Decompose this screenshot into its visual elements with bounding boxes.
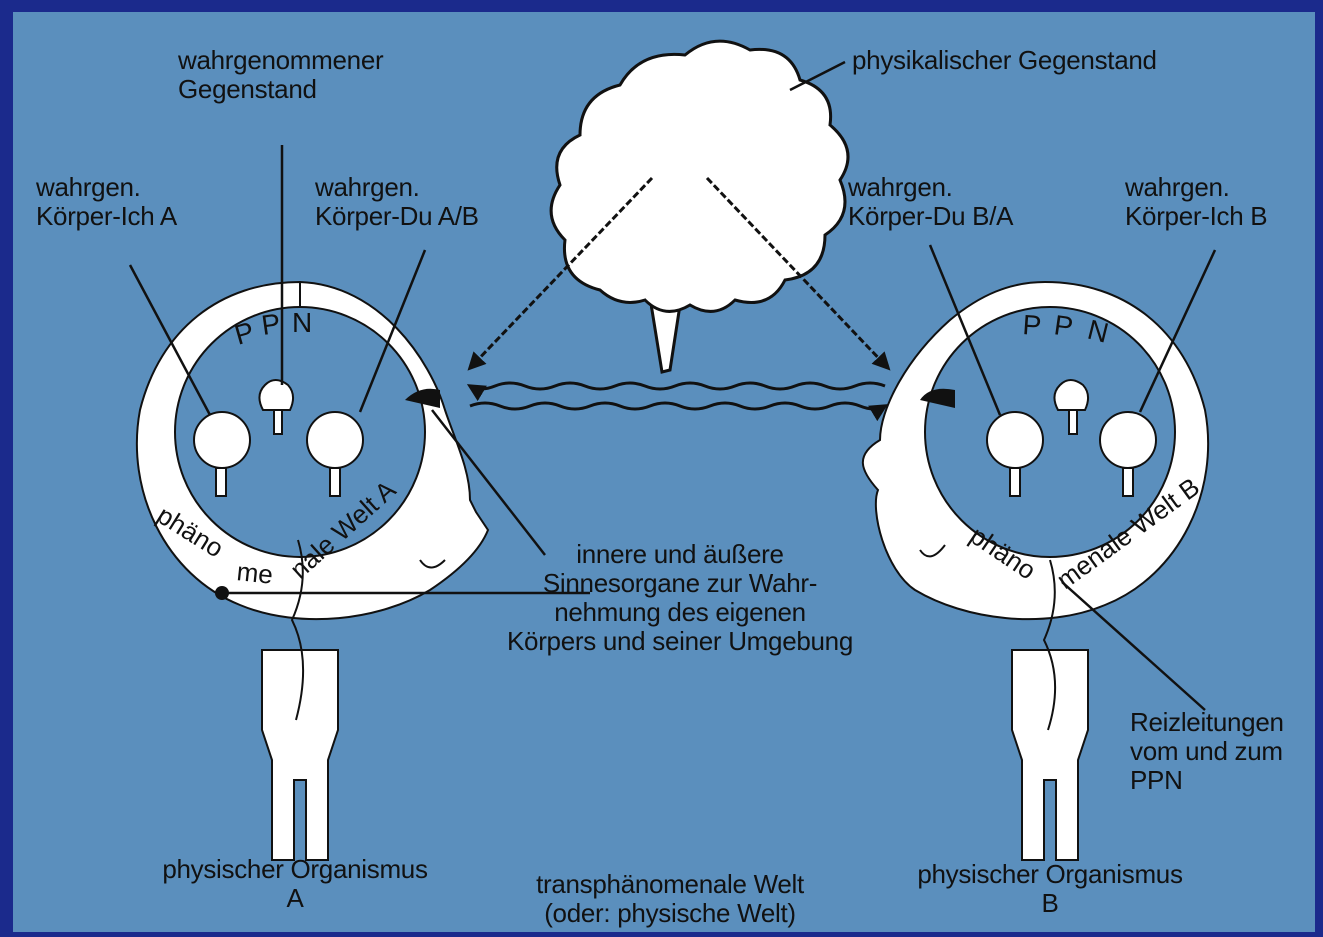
- face-self-b: [1100, 412, 1156, 468]
- label-physical-object: physikalischer Gegenstand: [852, 46, 1157, 75]
- mini-tree-a: [259, 380, 293, 410]
- ppn-a-letter-3: N: [292, 307, 312, 338]
- face-self-a: [194, 412, 250, 468]
- ring-text-a-2: me: [235, 556, 274, 590]
- face-you-ab: [307, 412, 363, 468]
- label-transphenomenal: transphänomenale Welt (oder: physische W…: [490, 870, 850, 928]
- mini-tree-b: [1054, 380, 1088, 410]
- label-body-you-ab: wahrgen. Körper-Du A/B: [315, 173, 479, 231]
- sense-organ-dot: [215, 586, 229, 600]
- label-body-self-a: wahrgen. Körper-Ich A: [36, 173, 177, 231]
- label-body-self-b: wahrgen. Körper-Ich B: [1125, 173, 1267, 231]
- label-sense-organs: innere und äußere Sinnesorgane zur Wahr-…: [470, 540, 890, 656]
- label-nerve-paths: Reizleitungen vom und zum PPN: [1130, 708, 1284, 795]
- label-organism-b: physischer Organismus B: [870, 860, 1230, 918]
- label-body-you-ba: wahrgen. Körper-Du B/A: [848, 173, 1013, 231]
- face-you-ba: [987, 412, 1043, 468]
- label-organism-a: physischer Organismus A: [120, 855, 470, 913]
- label-perceived-object: wahrgenommener Gegenstand: [178, 46, 383, 104]
- ppn-b-letter-1: P: [1022, 309, 1043, 341]
